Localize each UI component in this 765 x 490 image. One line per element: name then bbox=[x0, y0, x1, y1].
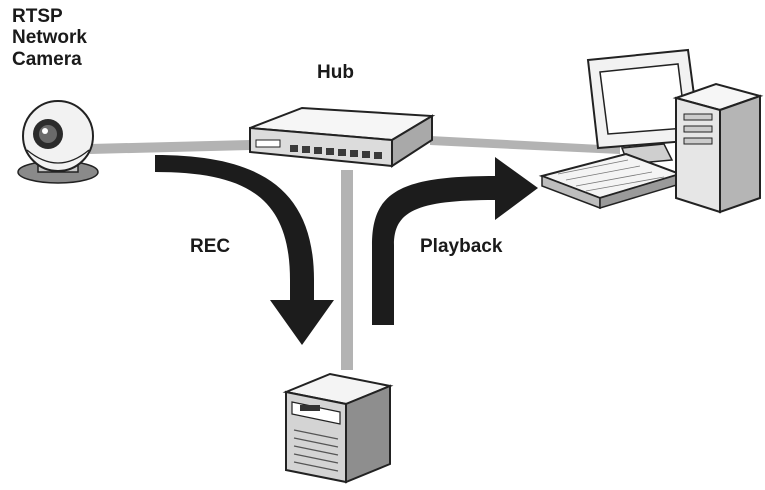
network-cables bbox=[90, 136, 620, 370]
hub-label: Hub bbox=[317, 62, 354, 83]
rec-arrow bbox=[155, 155, 334, 345]
camera-label: RTSP Network Camera bbox=[12, 6, 87, 70]
camera-label-line-2: Network bbox=[12, 27, 87, 49]
rec-label: REC bbox=[190, 236, 231, 257]
cable-hub-to-computer bbox=[430, 136, 620, 154]
nas-storage-icon bbox=[282, 372, 394, 484]
camera-label-line-3: Camera bbox=[12, 48, 82, 70]
camera-label-line-1: RTSP bbox=[12, 6, 63, 27]
playback-label: Playback bbox=[420, 236, 503, 257]
cable-camera-to-hub bbox=[90, 140, 250, 154]
network-camera-icon bbox=[17, 100, 99, 184]
network-hub-icon bbox=[249, 106, 436, 168]
desktop-computer-icon bbox=[538, 48, 764, 214]
playback-arrow bbox=[372, 157, 538, 325]
cable-hub-to-storage bbox=[341, 170, 353, 370]
